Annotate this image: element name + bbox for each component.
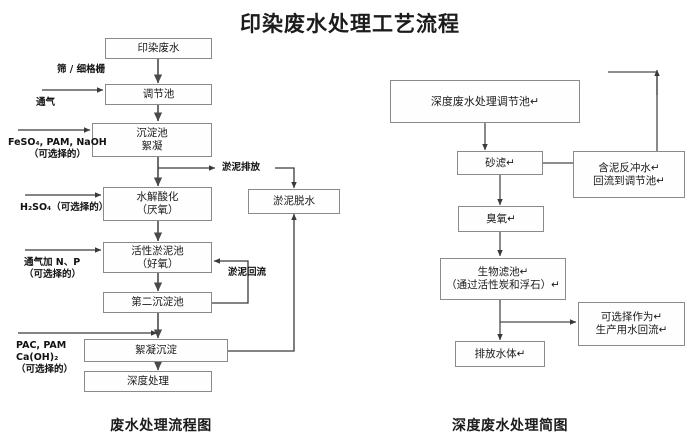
label-aeration-np: 通气加 N、P （可选择的） — [24, 257, 81, 281]
box-label-line-1: 可选择作为↵ — [600, 311, 663, 323]
box-activated-sludge-tank[interactable]: 活性淤泥池 （好氧） — [103, 242, 212, 273]
label-feso4-pam-naoh: FeSO₄, PAM, NaOH （可选择的） — [8, 137, 107, 161]
box-label: 调节池 — [142, 88, 175, 100]
box-label: 絮凝沉淀 — [135, 344, 177, 356]
box-advanced-treatment[interactable]: 深度处理 — [84, 371, 212, 392]
box-label-line-2: 回流到调节池↵ — [593, 174, 665, 187]
box-discharge-water-body[interactable]: 排放水体↵ — [455, 341, 545, 367]
label-chemicals: FeSO₄, PAM, NaOH — [8, 137, 107, 148]
box-flocculation-sedimentation[interactable]: 絮凝沉淀 — [84, 339, 228, 362]
label-h2so4: H₂SO₄（可选择的） — [20, 202, 109, 213]
box-label-line-1: 水解酸化 — [136, 191, 179, 203]
box-advanced-regulating-tank[interactable]: 深度废水处理调节池↵ — [390, 80, 580, 123]
box-label-line-1: 活性淤泥池 — [131, 244, 184, 257]
box-sedimentation-flocculation[interactable]: 沉淀池 絮凝 — [92, 123, 212, 157]
box-sludge-dewatering[interactable]: 淤泥脱水 — [248, 189, 340, 214]
label-pac-pam: PAC, PAM Ca(OH)₂ （可选择的） — [16, 340, 73, 376]
label-optional: （可选择的） — [28, 149, 86, 160]
label-optional: （可选择的） — [16, 364, 74, 375]
label-caoh2-line: Ca(OH)₂ — [16, 352, 59, 363]
box-label-line-2: （厌氧） — [136, 204, 179, 216]
label-pac-pam-line: PAC, PAM — [16, 340, 67, 351]
box-label: 排放水体↵ — [474, 347, 526, 360]
box-label-line-2: 絮凝 — [141, 140, 163, 152]
box-ozone[interactable]: 臭氧↵ — [458, 206, 544, 232]
label-screen-grating: 筛 / 细格栅 — [57, 64, 106, 75]
label-sludge-return: 淤泥回流 — [228, 267, 267, 278]
label-optional: （可选择的） — [24, 269, 82, 280]
box-label-line-1: 生物滤池↵ — [477, 266, 529, 278]
page-title: 印染废水处理工艺流程 — [240, 12, 460, 36]
label-sludge-discharge: 淤泥排放 — [222, 162, 261, 173]
box-sand-filter[interactable]: 砂滤↵ — [457, 151, 543, 175]
arrow-to-sludge-dewatering — [275, 167, 297, 189]
arrow-sludge-up-to-dewatering — [228, 213, 297, 352]
box-label-line-1: 沉淀池 — [136, 127, 168, 139]
box-production-water-reuse[interactable]: 可选择作为↵ 生产用水回流↵ — [578, 302, 685, 346]
box-label-line-2: （通过活性炭和浮石）↵ — [446, 279, 560, 291]
box-label: 砂滤↵ — [485, 156, 515, 169]
box-secondary-sedimentation[interactable]: 第二沉淀池 — [103, 292, 212, 313]
box-label: 第二沉淀池 — [131, 296, 184, 308]
box-label-line-2: 生产用水回流↵ — [595, 324, 668, 336]
box-hydrolysis-acidification[interactable]: 水解酸化 （厌氧） — [103, 187, 212, 221]
box-label: 深度废水处理调节池↵ — [430, 95, 540, 108]
box-label: 淤泥脱水 — [273, 195, 315, 207]
box-label: 深度处理 — [127, 375, 169, 387]
line-backwash-return-up — [608, 71, 658, 152]
box-biological-filter[interactable]: 生物滤池↵ （通过活性炭和浮石）↵ — [440, 258, 566, 300]
box-dyeing-wastewater[interactable]: 印染废水 — [105, 38, 212, 59]
box-label-line-2: （好氧） — [136, 257, 179, 270]
box-label: 印染废水 — [137, 42, 180, 54]
left-flow-caption: 废水处理流程图 — [110, 418, 212, 434]
box-regulating-tank[interactable]: 调节池 — [105, 84, 212, 105]
label-aeration: 通气 — [36, 97, 56, 108]
box-label-line-1: 含泥反冲水↵ — [598, 161, 660, 174]
box-label: 臭氧↵ — [486, 212, 516, 225]
label-aeration-np-line: 通气加 N、P — [24, 257, 81, 268]
box-backwash-return[interactable]: 含泥反冲水↵ 回流到调节池↵ — [573, 151, 685, 198]
right-flow-caption: 深度废水处理简图 — [452, 418, 568, 434]
